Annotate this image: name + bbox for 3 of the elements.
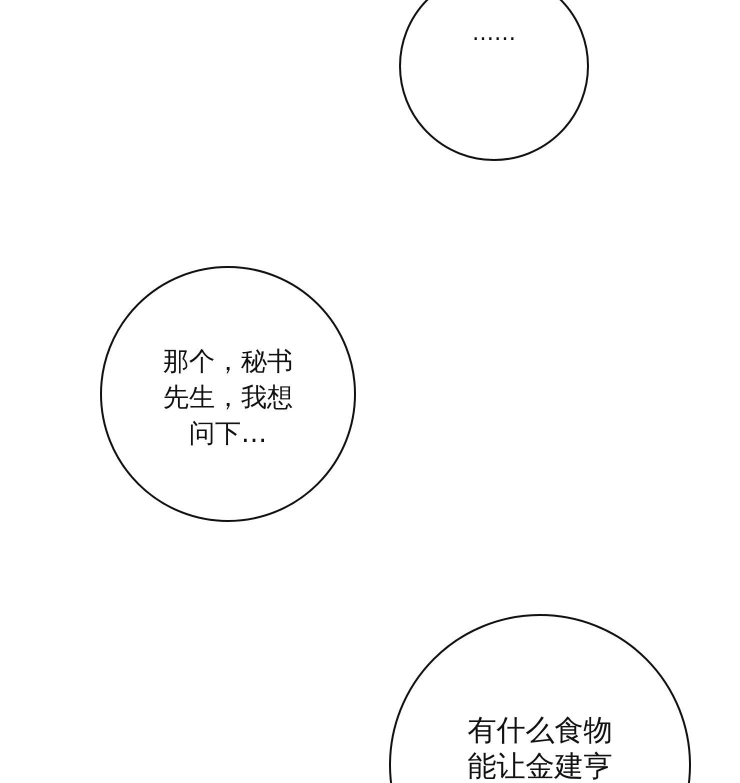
dialogue-text: ……: [471, 21, 517, 47]
dialogue-text: 有什么食物能让金建亨: [466, 712, 614, 783]
dialogue-text: 那个，秘书先生，我想问下…: [162, 346, 294, 451]
